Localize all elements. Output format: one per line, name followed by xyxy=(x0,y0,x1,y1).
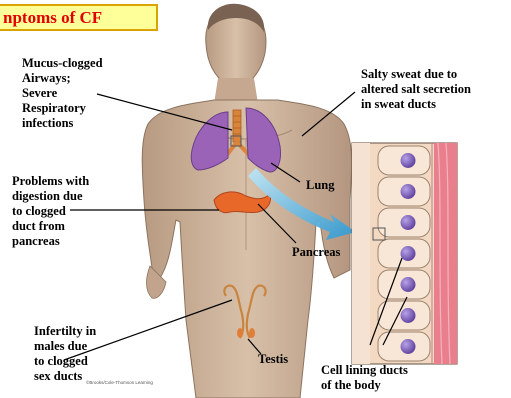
cell-nucleus xyxy=(401,246,416,261)
label-lung: Lung xyxy=(306,178,335,193)
epithelial-cells xyxy=(378,146,430,361)
cell-nucleus xyxy=(401,153,416,168)
label-testis: Testis xyxy=(258,352,288,367)
cell-nucleus xyxy=(401,184,416,199)
label-infertility: Infertilty in males due to clogged sex d… xyxy=(34,324,96,384)
label-airways: Mucus-clogged Airways; Severe Respirator… xyxy=(22,56,103,131)
label-pancreas: Pancreas xyxy=(292,245,340,260)
image-credit: ©Brooks/Cole-Thomson Learning xyxy=(86,380,153,385)
label-cell-lining: Cell lining ducts of the body xyxy=(321,363,408,393)
cell-lining-inset xyxy=(352,143,457,364)
cell-nucleus xyxy=(401,339,416,354)
label-digestion: Problems with digestion due to clogged d… xyxy=(12,174,89,249)
cell-nucleus xyxy=(401,215,416,230)
label-sweat: Salty sweat due to altered salt secretio… xyxy=(361,67,471,112)
left-testis xyxy=(237,328,243,338)
cell-nucleus xyxy=(401,277,416,292)
title-text: nptoms of CF xyxy=(3,8,102,27)
title-banner: nptoms of CF xyxy=(0,4,158,31)
cell-nucleus xyxy=(401,308,416,323)
right-testis xyxy=(249,328,255,338)
